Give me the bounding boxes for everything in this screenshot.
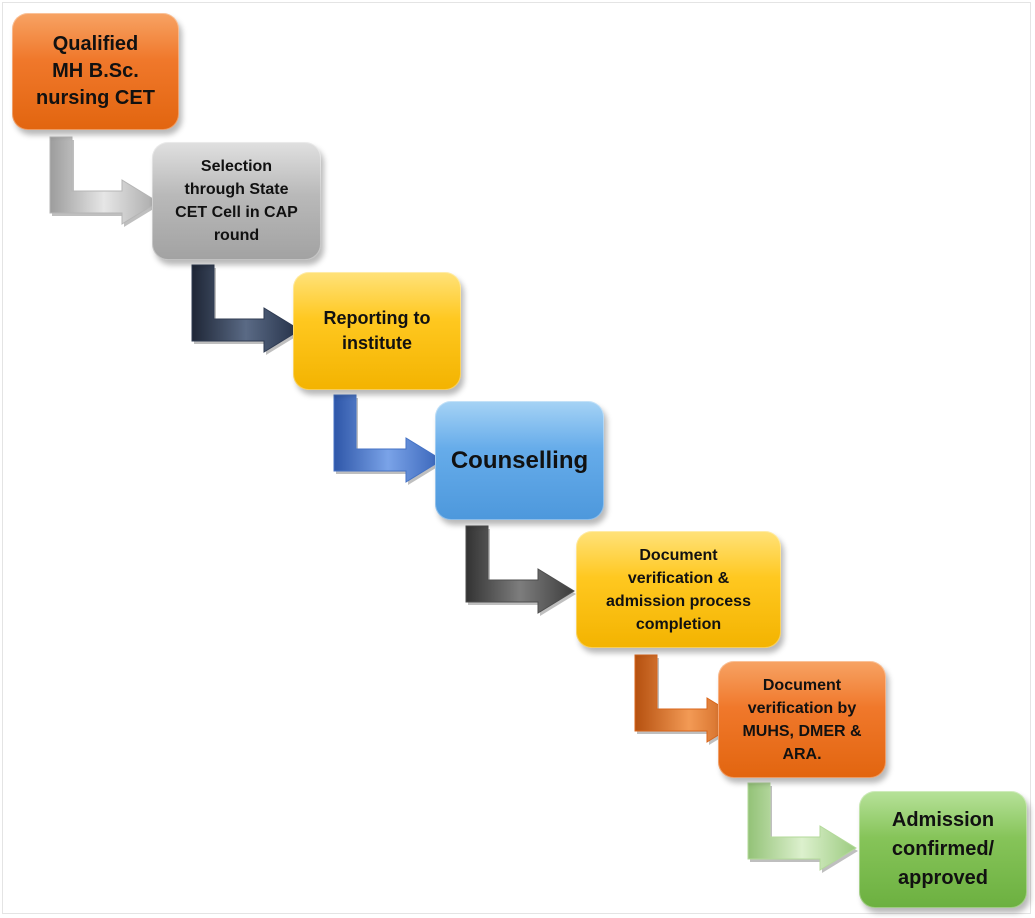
step-selection: Selection through State CET Cell in CAP … (152, 142, 321, 260)
step-label: Document verification & admission proces… (606, 546, 751, 633)
connector-arrow-icon (191, 264, 301, 353)
step-muhs-verification: Document verification by MUHS, DMER & AR… (718, 661, 886, 778)
step-document-verification: Document verification & admission proces… (576, 531, 781, 648)
connector-arrow-icon (747, 782, 857, 871)
step-label: Qualified MH B.Sc. nursing CET (36, 33, 155, 109)
connector-arrow-icon (49, 136, 159, 225)
step-qualified: Qualified MH B.Sc. nursing CET (12, 13, 179, 130)
connector-arrow-icon (465, 525, 575, 614)
step-counselling: Counselling (435, 401, 604, 520)
step-label: Counselling (450, 446, 589, 474)
step-label: Selection through State CET Cell in CAP … (175, 158, 298, 244)
step-label: Document verification by MUHS, DMER & AR… (742, 676, 862, 763)
connector-arrow-icon (333, 394, 443, 483)
step-reporting: Reporting to institute (293, 272, 461, 390)
step-label: Reporting to institute (323, 308, 431, 353)
step-label: Admission confirmed/ approved (891, 809, 995, 889)
step-admission: Admission confirmed/ approved (859, 791, 1027, 908)
